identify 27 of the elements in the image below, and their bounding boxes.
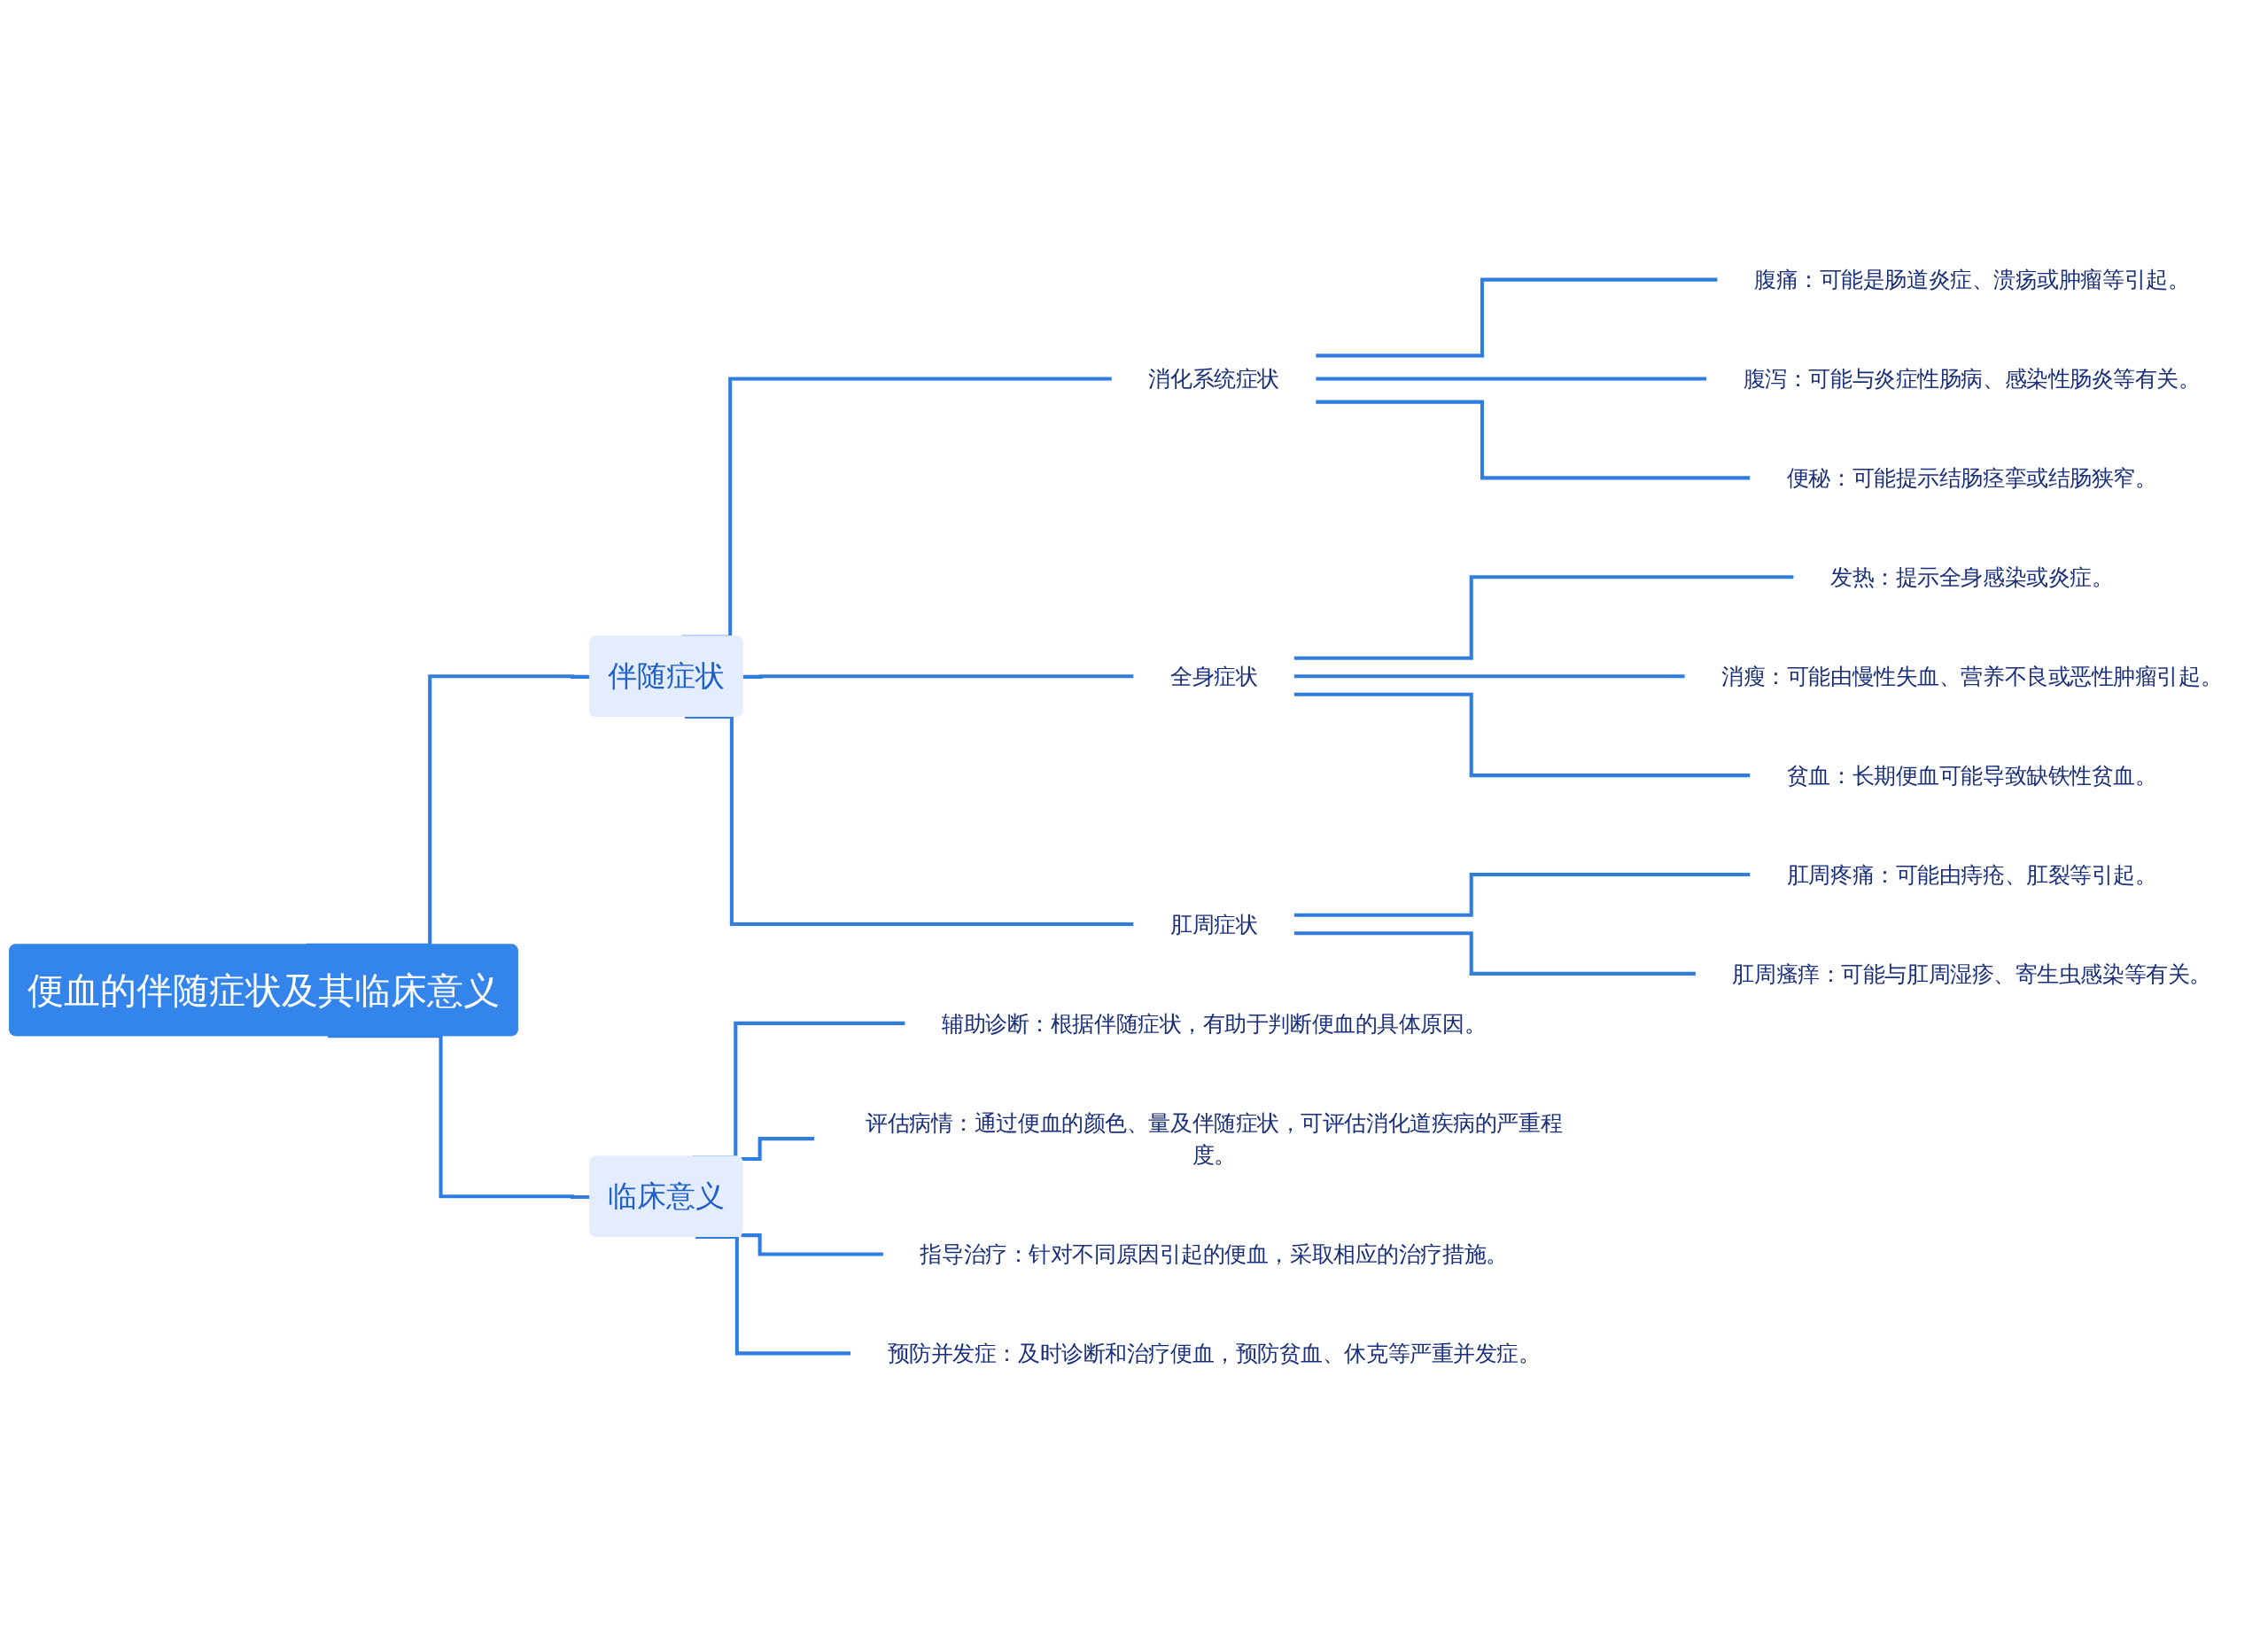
connector — [1293, 674, 1686, 679]
node-text: 腹泻：可能与炎症性肠病、感染性肠炎等有关。 — [1743, 366, 2201, 392]
connector — [741, 1137, 815, 1161]
node-text: 消瘦：可能由慢性失血、营养不良或恶性肿瘤引起。 — [1721, 663, 2223, 689]
node-text: 便秘：可能提示结肠痉挛或结肠狭窄。 — [1786, 465, 2157, 491]
connector — [1293, 692, 1751, 778]
node-text: 发热：提示全身感染或炎症。 — [1830, 564, 2114, 590]
node-text: 贫血：长期便血可能导致缺铁性贫血。 — [1786, 762, 2157, 789]
node-text: 消化系统症状 — [1148, 366, 1279, 392]
connector — [1293, 575, 1795, 660]
node-text: 全身症状 — [1169, 663, 1258, 689]
node-text: 辅助诊断：根据伴随症状，有助于判断便血的具体原因。 — [942, 1010, 1487, 1037]
connector — [1293, 931, 1697, 976]
node-text: 肛周瘙痒：可能与肛周湿疹、寄生虫感染等有关。 — [1732, 960, 2211, 987]
connector — [741, 1233, 884, 1256]
connector — [1315, 400, 1751, 480]
connector — [695, 1235, 851, 1356]
connector — [1293, 872, 1751, 917]
node-text: 腹痛：可能是肠道炎症、溃疡或肿瘤等引起。 — [1754, 267, 2190, 292]
node-text: 评估病情：通过便血的颜色、量及伴随症状，可评估消化道疾病的严重程度。 — [866, 1109, 1563, 1168]
node-text: 肛周症状 — [1169, 911, 1258, 937]
node-text: 肛周疼痛：可能由痔疮、肛裂等引起。 — [1786, 861, 2157, 888]
connector — [1315, 277, 1719, 358]
connector — [742, 674, 1134, 679]
connector — [1315, 377, 1707, 381]
node-text: 预防并发症：及时诊断和治疗便血，预防贫血、休克等严重并发症。 — [887, 1341, 1541, 1366]
node-text: 指导治疗：针对不同原因引起的便血，采取相应的治疗措施。 — [920, 1241, 1508, 1267]
